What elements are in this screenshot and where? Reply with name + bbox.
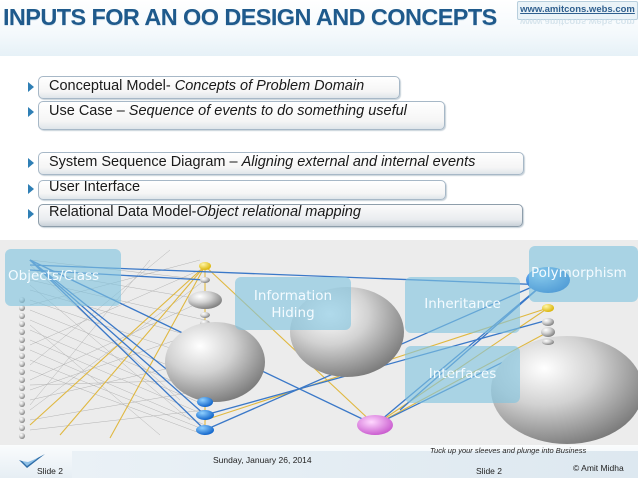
bullet-arrow-icon <box>28 209 34 219</box>
polymorphism-label-box <box>529 246 638 302</box>
bullet-arrow-icon <box>28 184 34 194</box>
website-link[interactable]: www.amitcons.webs.com <box>520 4 635 15</box>
objects-class-label-box <box>5 249 121 306</box>
website-link-box[interactable]: www.amitcons.webs.com www.amitcons.webs.… <box>517 1 638 27</box>
slide-title: INPUTS FOR AN OO DESIGN AND CONCEPTS <box>3 4 497 30</box>
bullet-pill-relational-model <box>38 204 523 227</box>
bullet-text-user-interface: User Interface <box>49 179 141 195</box>
bullet-pill-system-sequence <box>38 152 524 175</box>
footer-slide-number-left: Slide 2 <box>37 466 63 476</box>
left-node-column <box>19 297 25 439</box>
inheritance-label: Inheritance <box>424 296 501 312</box>
information-hiding-label-box <box>235 277 351 330</box>
bullet-text-use-case: Use Case – Sequence of events to do some… <box>49 103 407 119</box>
bullet-row-relational-model <box>28 203 46 225</box>
information-hiding-label-line1: Information <box>253 288 333 304</box>
bullet-row-use-case <box>28 101 46 123</box>
center-node-column <box>165 262 265 435</box>
bullet-text-relational-model: Relational Data Model-Object relational … <box>49 204 361 220</box>
website-link-reflection: www.amitcons.webs.com <box>520 16 635 27</box>
bullet-row-system-sequence <box>28 152 46 174</box>
bullet-arrow-icon <box>28 158 34 168</box>
footer-tagline: Tuck up your sleeves and plunge into Bus… <box>430 446 587 455</box>
interfaces-label-box <box>405 346 520 403</box>
footer-strip <box>72 451 638 478</box>
footer-copyright: © Amit Midha <box>573 463 624 473</box>
bullet-text-system-sequence: System Sequence Diagram – Aligning exter… <box>49 154 476 170</box>
bullet-row-user-interface <box>28 178 46 200</box>
bullet-pill-conceptual-model <box>38 76 400 99</box>
bullet-arrow-icon <box>28 82 34 92</box>
bullet-pill-use-case <box>38 101 445 130</box>
central-hub-node <box>357 415 393 435</box>
inheritance-label-box <box>405 277 520 333</box>
footer-date: Sunday, January 26, 2014 <box>213 455 312 465</box>
footer-slide-number-right: Slide 2 <box>476 466 502 476</box>
bullet-row-conceptual-model <box>28 76 46 98</box>
polymorphism-label: Polymorphism <box>531 265 627 281</box>
interfaces-label: Interfaces <box>428 366 497 382</box>
bullet-pill-user-interface <box>38 180 446 200</box>
bullet-text-conceptual-model: Conceptual Model- Concepts of Problem Do… <box>49 78 365 94</box>
bullet-arrow-icon <box>28 107 34 117</box>
checkmark-logo-icon <box>19 454 45 468</box>
objects-class-label: Objects/Class <box>8 268 100 284</box>
interfaces-sphere <box>491 336 638 444</box>
information-hiding-label-line2: Hiding <box>271 305 315 321</box>
